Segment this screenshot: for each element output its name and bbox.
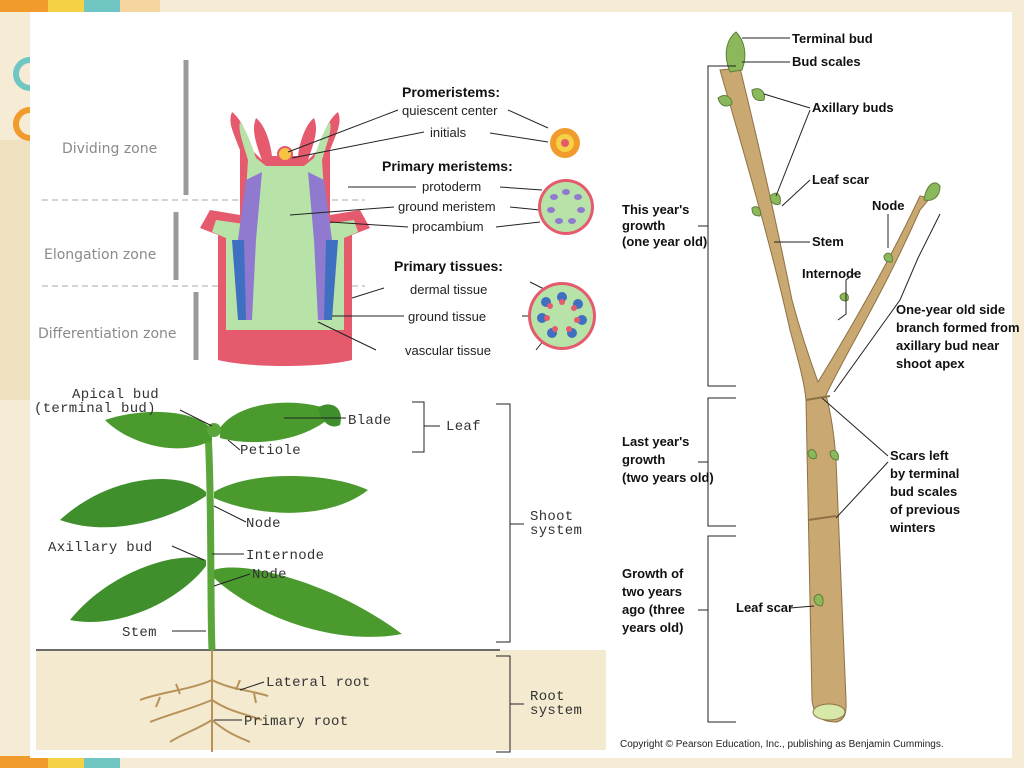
label-scars-line3: bud scales [890, 484, 957, 499]
zone-dividing: Dividing zone [62, 141, 157, 157]
label-root-system-line1: Root [530, 689, 565, 705]
label-twig-leaf-scar: Leaf scar [812, 172, 869, 187]
plant-panel: Apical bud (terminal bud) Blade Leaf Pet… [34, 387, 606, 753]
label-vascular-tissue: vascular tissue [405, 343, 491, 358]
label-node-upper: Node [246, 516, 281, 532]
label-axillary-buds: Axillary buds [812, 100, 894, 115]
label-two-years-line1: Growth of [622, 566, 684, 581]
label-protoderm: protoderm [422, 179, 481, 194]
label-twig-terminal-bud: Terminal bud [792, 31, 873, 46]
label-two-years-line3: ago (three [622, 602, 685, 617]
label-twig-stem: Stem [812, 234, 844, 249]
label-ground-meristem: ground meristem [398, 199, 496, 214]
label-procambium: procambium [412, 219, 484, 234]
label-this-year-line2: growth [622, 218, 665, 233]
label-root-system-line2: system [530, 703, 582, 719]
label-ground-tissue: ground tissue [408, 309, 486, 324]
shoot-apex-illustration [200, 112, 370, 366]
label-side-branch-line1: One-year old side [896, 302, 1005, 317]
zone-elongation: Elongation zone [44, 247, 156, 263]
primary-tissues-heading: Primary tissues: [394, 258, 503, 274]
label-terminal-bud: (terminal bud) [34, 401, 156, 417]
label-node-lower: Node [252, 567, 287, 583]
label-initials: initials [430, 125, 467, 140]
label-two-years-line4: years old) [622, 620, 683, 635]
label-leaf-scar-lower: Leaf scar [736, 600, 793, 615]
label-internode: Internode [246, 548, 324, 564]
label-side-branch-line4: shoot apex [896, 356, 965, 371]
label-bud-scales: Bud scales [792, 54, 861, 69]
label-blade: Blade [348, 413, 392, 429]
label-leaf: Leaf [446, 419, 481, 435]
label-this-year-line3: (one year old) [622, 234, 707, 249]
zone-differentiation: Differentiation zone [38, 326, 177, 342]
label-two-years-line2: two years [622, 584, 682, 599]
label-stem: Stem [122, 625, 157, 641]
label-scars-line1: Scars left [890, 448, 949, 463]
primary-meristem-cross-section [538, 179, 594, 235]
label-twig-node: Node [872, 198, 905, 213]
label-side-branch-line3: axillary bud near [896, 338, 999, 353]
label-petiole: Petiole [240, 443, 301, 459]
promeristems-heading: Promeristems: [402, 84, 500, 100]
label-last-year-line2: growth [622, 452, 665, 467]
label-apical-bud: Apical bud [72, 387, 159, 403]
meristem-panel: Dividing zone Elongation zone Differenti… [38, 60, 596, 366]
label-shoot-system-line2: system [530, 523, 582, 539]
label-scars-line4: of previous [890, 502, 960, 517]
label-lateral-root: Lateral root [266, 675, 370, 691]
label-axillary-bud: Axillary bud [48, 540, 152, 556]
leaves-drawing [60, 402, 402, 637]
label-last-year-line3: (two years old) [622, 470, 714, 485]
root-system-drawing [139, 650, 269, 752]
label-dermal-tissue: dermal tissue [410, 282, 487, 297]
label-shoot-system-line1: Shoot [530, 509, 574, 525]
label-twig-internode: Internode [802, 266, 861, 281]
label-side-branch-line2: branch formed from [896, 320, 1020, 335]
label-this-year-line1: This year's [622, 202, 689, 217]
copyright-notice: Copyright © Pearson Education, Inc., pub… [620, 739, 944, 750]
label-primary-root: Primary root [244, 714, 348, 730]
label-scars-line2: by terminal [890, 466, 959, 481]
primary-meristems-heading: Primary meristems: [382, 158, 513, 174]
twig-drawing [717, 31, 941, 723]
label-last-year-line1: Last year's [622, 434, 689, 449]
label-scars-line5: winters [889, 520, 936, 535]
twig-panel: Terminal bud Bud scales Axillary buds Le… [614, 20, 1020, 756]
primary-tissue-cross-section [528, 282, 596, 350]
label-quiescent-center: quiescent center [402, 103, 498, 118]
